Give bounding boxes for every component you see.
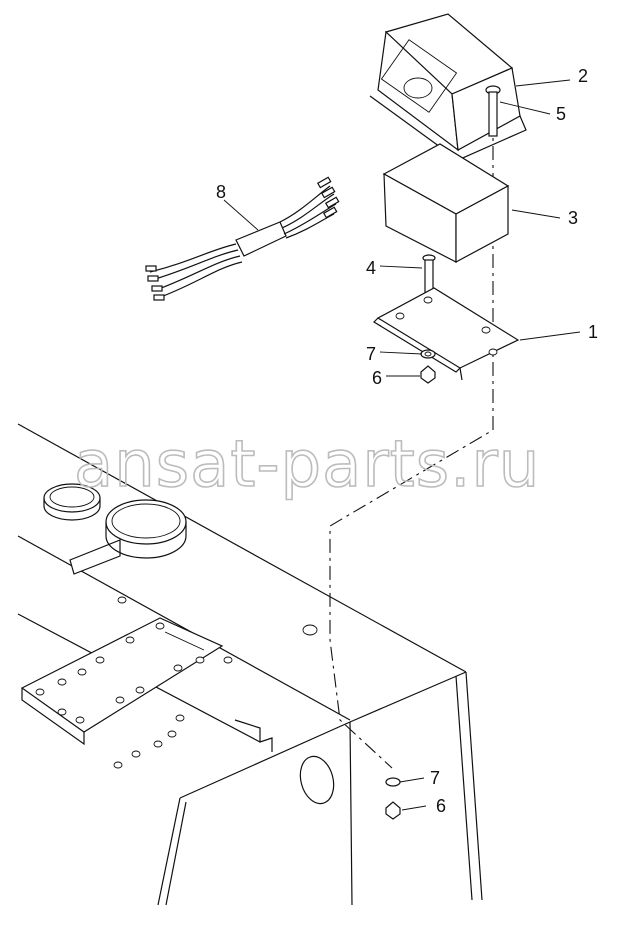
block-part-3 [382,143,510,264]
mounting-axis-line [329,92,494,769]
harness-part-8 [145,176,340,301]
deck-holes [113,596,318,769]
callout-6-top: 6 [372,368,382,388]
callout-8: 8 [216,182,226,202]
bolt-part-5 [485,85,501,137]
watermark: ansat-parts.ru [74,428,540,502]
callout-5: 5 [556,104,566,124]
callout-7-top: 7 [366,344,376,364]
callout-4: 4 [366,258,376,278]
callout-2: 2 [578,66,588,86]
machine-body [17,423,483,906]
callout-7-bottom: 7 [430,768,440,788]
nut-part-6-bottom [385,801,401,820]
bolt-part-4 [422,254,436,299]
nut-part-6-top [420,365,436,384]
plate-holes [35,622,205,724]
bracket-part-1 [373,287,520,381]
washer-part-7-top [420,349,436,359]
washer-part-7-bottom [385,777,401,787]
callout-3: 3 [568,208,578,228]
callout-6-bottom: 6 [436,796,446,816]
leader-lines [223,79,581,811]
cover-part-2 [369,13,527,161]
callout-1: 1 [588,322,598,342]
